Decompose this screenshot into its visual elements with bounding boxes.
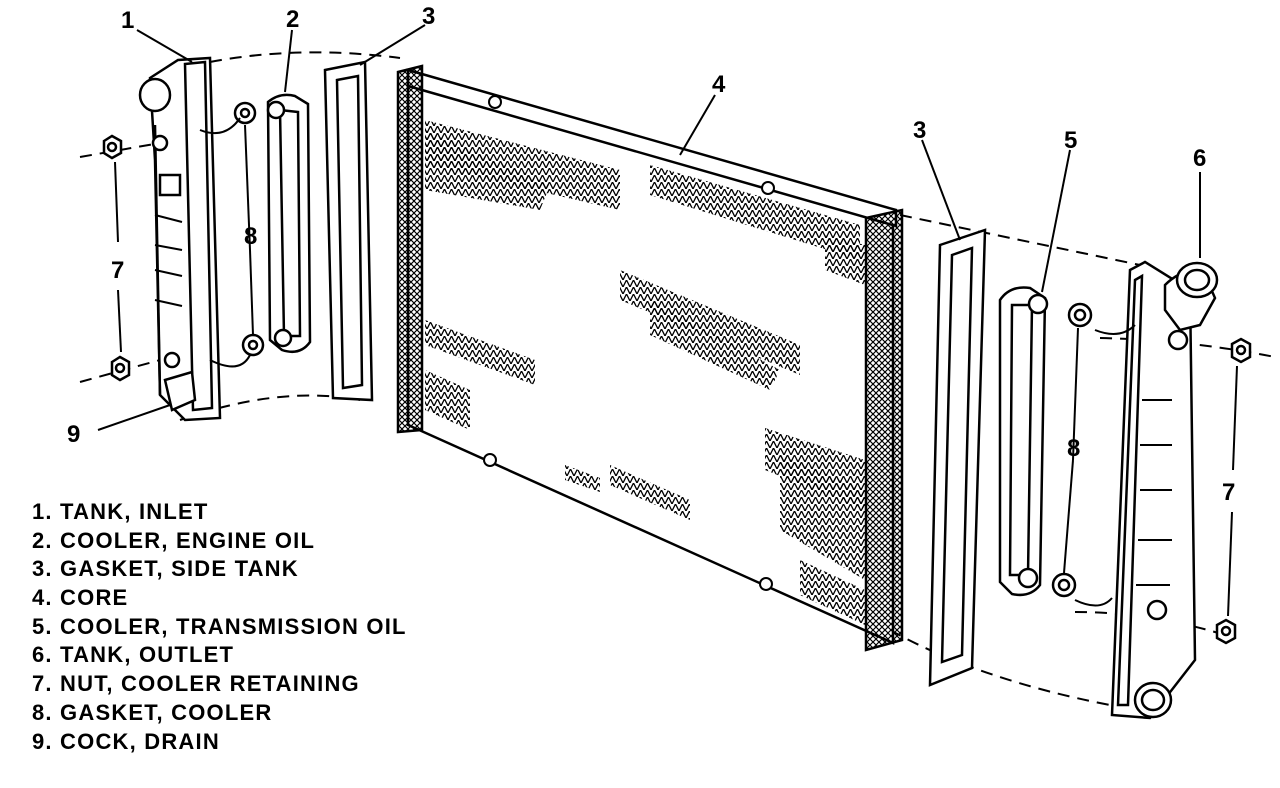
radiator-core (396, 64, 904, 652)
inlet-tank (138, 56, 222, 422)
callout-5: 5 (1064, 127, 1077, 154)
legend-item-8: 8. GASKET, COOLER (32, 699, 273, 725)
callout-2: 2 (286, 6, 299, 33)
core-fin-patches (425, 120, 865, 625)
left-retaining-nuts (102, 134, 131, 382)
legend-item-3: 3. GASKET, SIDE TANK (32, 556, 299, 582)
leader-lines (97, 24, 1201, 607)
inlet-cooler-port-bottom (163, 351, 181, 369)
inlet-cooler-port-top (151, 134, 169, 152)
outlet-pipe (1133, 681, 1173, 719)
drain-cock (163, 370, 197, 412)
legend-item-7: 7. NUT, COOLER RETAINING (32, 671, 360, 697)
left-side-tank-gasket (323, 60, 374, 402)
legend-item-1: 1. TANK, INLET (32, 499, 209, 524)
legend-item-4: 4. CORE (32, 585, 129, 611)
outlet-filler-neck (1175, 261, 1219, 299)
left-gasket-bottom (241, 333, 265, 357)
legend-item-2: 2. COOLER, ENGINE OIL (32, 527, 316, 553)
outlet-tank (1110, 260, 1219, 720)
legend-item-6: 6. TANK, OUTLET (32, 642, 235, 668)
callout-7-left: 7 (111, 257, 124, 284)
right-cooler-gaskets (1051, 302, 1093, 598)
callout-4: 4 (712, 71, 726, 98)
transmission-oil-cooler (998, 286, 1049, 597)
callout-3-right: 3 (913, 117, 926, 144)
right-side-tank-gasket (928, 228, 987, 687)
callout-3-left: 3 (422, 3, 435, 30)
callout-8-right: 8 (1067, 435, 1080, 462)
legend-item-5: 5. COOLER, TRANSMISSION OIL (32, 613, 407, 639)
callout-7-right: 7 (1222, 479, 1235, 506)
right-gasket-top (1067, 302, 1093, 328)
core-right-header (864, 208, 904, 652)
engine-oil-cooler (266, 93, 312, 353)
legend-item-9: 9. COCK, DRAIN (32, 728, 220, 754)
core-left-header (396, 64, 424, 434)
callout-6: 6 (1193, 145, 1206, 172)
callouts: 1 2 3 4 3 5 6 7 8 8 7 9 (67, 3, 1235, 506)
right-retaining-nuts (1215, 337, 1252, 645)
left-cooler-gaskets (233, 101, 265, 357)
callout-8-left: 8 (244, 223, 257, 250)
parts-legend: 1. TANK, INLET 2. COOLER, ENGINE OIL 3. … (32, 498, 407, 756)
callout-1: 1 (121, 7, 134, 34)
inlet-neck (138, 77, 172, 113)
callout-9: 9 (67, 421, 80, 448)
right-gasket-bottom (1051, 572, 1077, 598)
